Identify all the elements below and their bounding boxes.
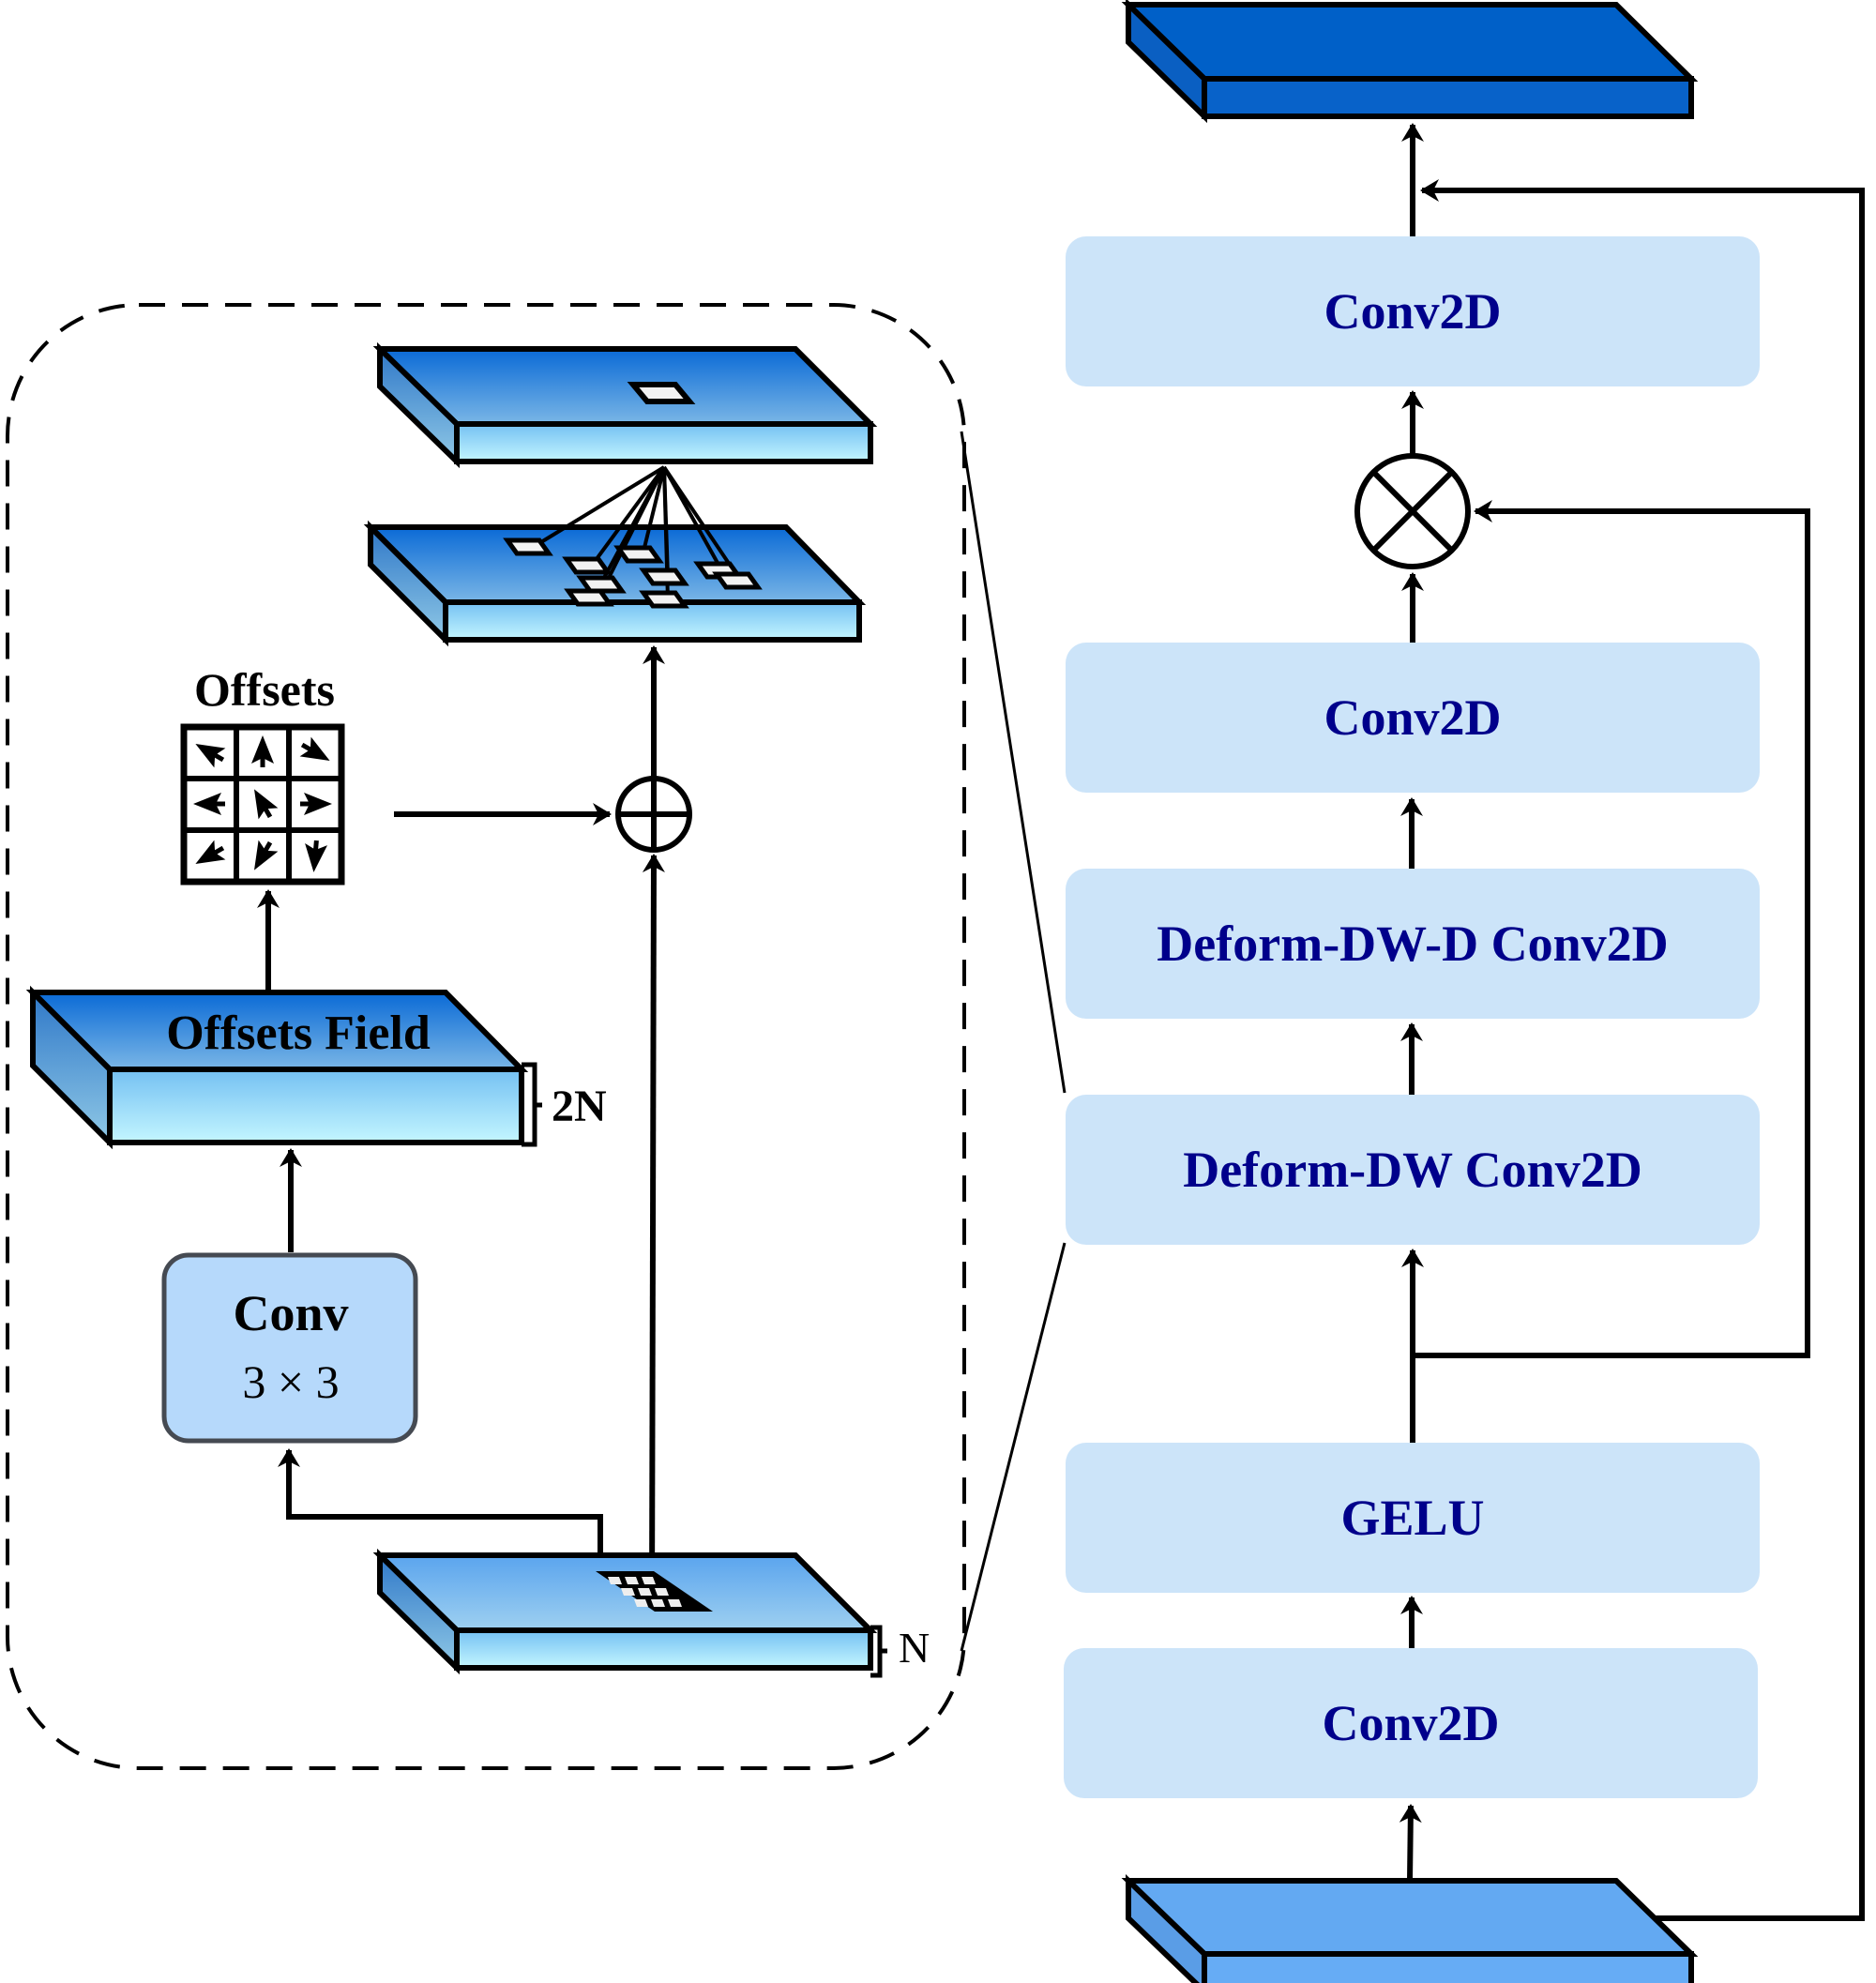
channel-bracket-n [870, 1625, 887, 1678]
sampling-line [641, 466, 666, 556]
sampled-feature-slab [363, 465, 867, 647]
zoom-connector-upper [960, 431, 1067, 1094]
kernel-cell [668, 1599, 682, 1607]
offsets-field-label: Offsets Field [166, 1007, 431, 1060]
sampled-pixel [613, 545, 664, 564]
sampled-pixel [639, 568, 689, 586]
offsets-grid [180, 723, 345, 886]
block-deform-dw-d: Deform-DW-D Conv2D [1066, 869, 1760, 1019]
block-label: GELU [1340, 1490, 1484, 1546]
arrow-input-to-conv [278, 1448, 603, 1557]
block-label: Deform-DW Conv2D [1183, 1142, 1642, 1198]
output-slab [1121, 0, 1699, 124]
offset-arrow-icon [300, 793, 332, 815]
offset-arrow-icon [254, 840, 279, 870]
block-conv2d-top: Conv2D [1066, 236, 1760, 386]
sampled-points [503, 465, 763, 609]
add-operator-icon [615, 776, 692, 853]
sampled-pixel [712, 571, 763, 590]
offset-arrow-icon [299, 736, 330, 761]
offset-arrow-icon [251, 735, 274, 767]
conv-kernel-label: 3 × 3 [242, 1355, 339, 1408]
zoom-connector-lower [960, 1242, 1067, 1652]
input-dim: N [899, 1624, 930, 1672]
kernel-cell [651, 1599, 665, 1607]
block-label: Conv2D [1324, 283, 1501, 340]
offsets-label: Offsets [194, 663, 335, 716]
offset-arrow-icon [254, 789, 279, 820]
offset-arrow-icon [193, 793, 225, 815]
arrow-input-to-conv-bottom [1399, 1804, 1422, 1882]
sampled-pixel [639, 590, 689, 609]
deformed-output-slab [372, 341, 878, 469]
channel-bracket-2n [522, 1062, 542, 1147]
offset-arrows [193, 735, 332, 872]
kernel-cell [621, 1588, 635, 1596]
offset-arrow-icon [305, 840, 328, 872]
output-pixel [627, 382, 696, 404]
block-deform-dw: Deform-DW Conv2D [1066, 1095, 1760, 1245]
sampled-pixel [576, 575, 627, 594]
kernel-cell [634, 1599, 648, 1607]
block-label: Deform-DW-D Conv2D [1157, 916, 1668, 972]
kernel-cell [642, 1577, 656, 1584]
block-label: Conv2D [1322, 1695, 1499, 1751]
block-conv2d-mid: Conv2D [1066, 643, 1760, 793]
offsets-field-dim: 2N [552, 1082, 607, 1131]
offset-arrow-icon [195, 840, 226, 864]
offsets-field-slab: Offsets Field [25, 985, 529, 1150]
kernel-cell [655, 1588, 669, 1596]
sampling-line [530, 465, 666, 550]
kernel-cell [625, 1577, 639, 1584]
multiply-operator-icon [1354, 453, 1471, 569]
sampled-pixel [562, 556, 613, 575]
detail-region-outline [6, 303, 966, 1770]
gating-skip [1413, 500, 1810, 1358]
right-blocks: Conv2D Conv2D Deform-DW-D Conv2D Deform-DW … [1064, 236, 1760, 1798]
sampling-line [589, 465, 666, 568]
block-gelu: GELU [1066, 1443, 1760, 1593]
block-conv2d-bottom: Conv2D [1064, 1648, 1758, 1798]
block-label: Conv2D [1324, 689, 1501, 746]
input-slab [1121, 1873, 1699, 1983]
residual-skip-outer [1420, 179, 1865, 1921]
offset-arrow-icon [195, 744, 226, 768]
sampled-pixel [503, 537, 553, 556]
kernel-cell [638, 1588, 652, 1596]
conv3x3-block: Conv 3 × 3 [161, 1252, 418, 1444]
kernel-grid-icon [596, 1571, 713, 1612]
input-feature-slab [372, 1548, 878, 1675]
kernel-cell [608, 1577, 622, 1584]
conv-label: Conv [233, 1285, 348, 1341]
arrow-input-to-add [642, 854, 665, 1610]
sampled-pixel [564, 588, 614, 607]
